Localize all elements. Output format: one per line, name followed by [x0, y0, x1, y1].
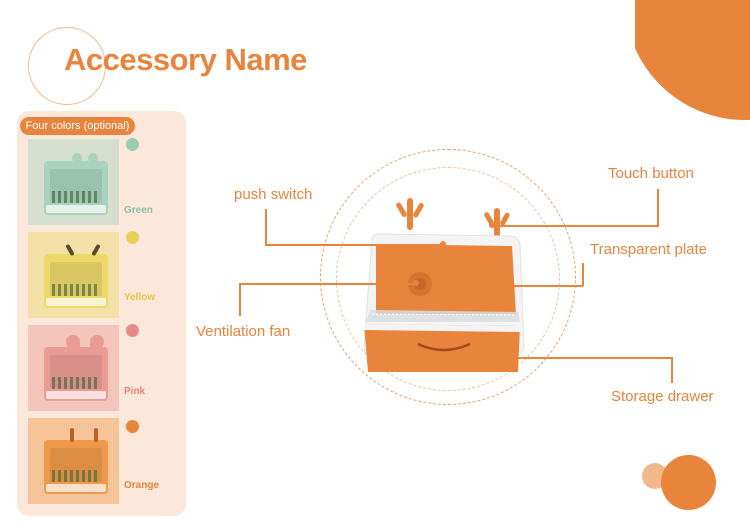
- leader-line: [265, 244, 442, 246]
- title-ring-decoration: [28, 27, 106, 105]
- leader-line: [265, 209, 267, 245]
- product-dashed-ring: [320, 149, 576, 405]
- callout-storage-drawer: Storage drawer: [611, 388, 714, 405]
- swatch-yellow[interactable]: [126, 231, 139, 244]
- variant-label-pink: Pink: [124, 386, 146, 397]
- variant-card-pink[interactable]: [28, 325, 119, 411]
- swatch-green[interactable]: [126, 138, 139, 151]
- callout-touch-button: Touch button: [608, 165, 694, 182]
- callout-ventilation-fan: Ventilation fan: [196, 323, 291, 340]
- callout-transparent-plate: Transparent plate: [590, 241, 708, 258]
- leader-line: [239, 283, 416, 285]
- corner-decoration: [635, 0, 750, 125]
- antler-icon: [94, 428, 98, 442]
- leader-line: [239, 283, 241, 316]
- product-inner-ring: [336, 167, 560, 391]
- product-illustration: [363, 198, 525, 372]
- antler-icon: [484, 208, 510, 238]
- leader-line: [497, 285, 583, 287]
- antler-icon: [70, 428, 74, 442]
- leader-line: [657, 189, 659, 226]
- decor-circle-large: [661, 455, 716, 510]
- leader-line: [493, 225, 659, 227]
- variant-label-orange: Orange: [124, 480, 160, 491]
- ear-icon: [90, 335, 104, 349]
- leader-line: [671, 357, 673, 383]
- ear-icon: [66, 335, 80, 349]
- color-variants-header: Four colors (optional): [20, 117, 135, 135]
- leader-dot: [489, 222, 495, 228]
- antler-icon: [396, 198, 424, 230]
- swatch-orange[interactable]: [126, 420, 139, 433]
- ear-icon: [88, 153, 98, 163]
- variant-label-green: Green: [124, 205, 153, 216]
- callout-push-switch: push switch: [234, 186, 313, 203]
- page-title: Accessory Name: [64, 42, 307, 77]
- leader-dot: [493, 282, 499, 288]
- variant-card-orange[interactable]: [28, 418, 119, 504]
- variant-label-yellow: Yellow: [124, 292, 156, 303]
- variant-card-yellow[interactable]: [28, 232, 119, 318]
- leader-dot: [493, 354, 499, 360]
- leader-dot: [440, 241, 446, 247]
- leader-line: [497, 357, 672, 359]
- leader-line: [582, 263, 584, 286]
- ear-icon: [72, 153, 82, 163]
- variant-card-green[interactable]: [28, 139, 119, 225]
- leader-dot: [413, 280, 419, 286]
- swatch-pink[interactable]: [126, 324, 139, 337]
